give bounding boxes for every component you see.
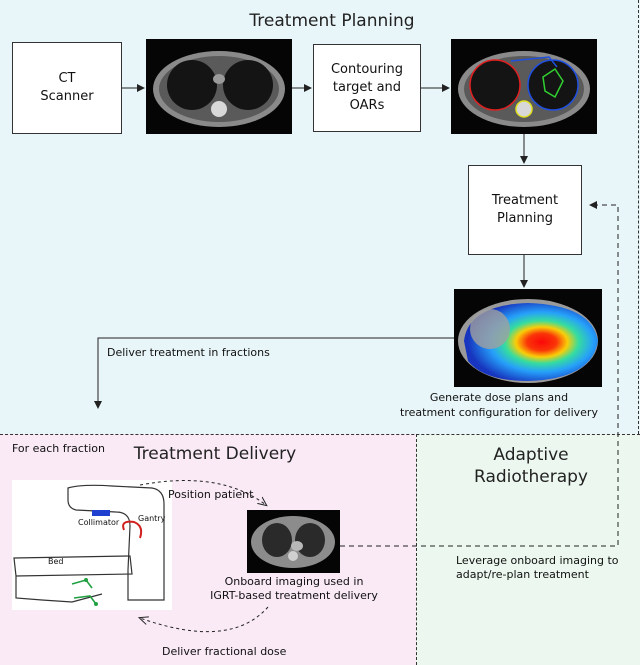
gantry-label: Gantry — [138, 514, 166, 523]
generate-dose-label: Generate dose plans and treatment config… — [381, 390, 617, 420]
arrow-deliver-fractional-dose — [140, 606, 269, 633]
onboard-imaging-label: Onboard imaging used in IGRT-based treat… — [205, 575, 383, 603]
contouring-box: Contouring target and OARs — [313, 44, 421, 132]
linac-machine-diagram — [12, 480, 172, 610]
dose-plan-image — [454, 289, 602, 387]
planning-title: Treatment Planning — [249, 11, 415, 31]
ct-scan-image — [146, 39, 292, 134]
leverage-line2: adapt/re-plan treatment — [456, 568, 589, 581]
region-divider-vertical — [416, 434, 417, 665]
delivery-title: Treatment Delivery — [133, 444, 297, 464]
leverage-imaging-label: Leverage onboard imaging to adapt/re-pla… — [456, 554, 619, 582]
treatment-planning-box: Treatment Planning — [468, 165, 582, 255]
contoured-ct-image — [451, 39, 597, 134]
deliver-fractions-label: Deliver treatment in fractions — [107, 346, 270, 359]
generate-dose-line2: treatment configuration for delivery — [400, 406, 598, 419]
deliver-fractional-dose-label: Deliver fractional dose — [162, 645, 287, 658]
region-divider-horizontal — [0, 434, 640, 435]
onboard-line1: Onboard imaging used in — [224, 575, 364, 588]
collimator-label: Collimator — [78, 518, 120, 527]
position-patient-label: Position patient — [168, 488, 254, 501]
generate-dose-line1: Generate dose plans and — [429, 391, 569, 404]
arrow-deliver-fractions — [94, 337, 454, 409]
adaptive-title: Adaptive Radiotherapy — [446, 444, 616, 488]
leverage-line1: Leverage onboard imaging to — [456, 554, 619, 567]
adaptive-title-line2: Radiotherapy — [474, 467, 588, 487]
planning-region-right-border — [638, 0, 639, 434]
arrow-position-patient — [139, 480, 266, 506]
adaptive-radiotherapy-region — [416, 434, 640, 665]
ct-scanner-box: CT Scanner — [12, 42, 122, 134]
onboard-line2: IGRT-based treatment delivery — [210, 589, 378, 602]
for-each-fraction-label: For each fraction — [12, 442, 105, 455]
adaptive-title-line1: Adaptive — [493, 445, 569, 465]
onboard-imaging-image — [247, 510, 340, 573]
bed-label: Bed — [48, 557, 64, 566]
arrow-adaptive-feedback — [340, 201, 619, 547]
